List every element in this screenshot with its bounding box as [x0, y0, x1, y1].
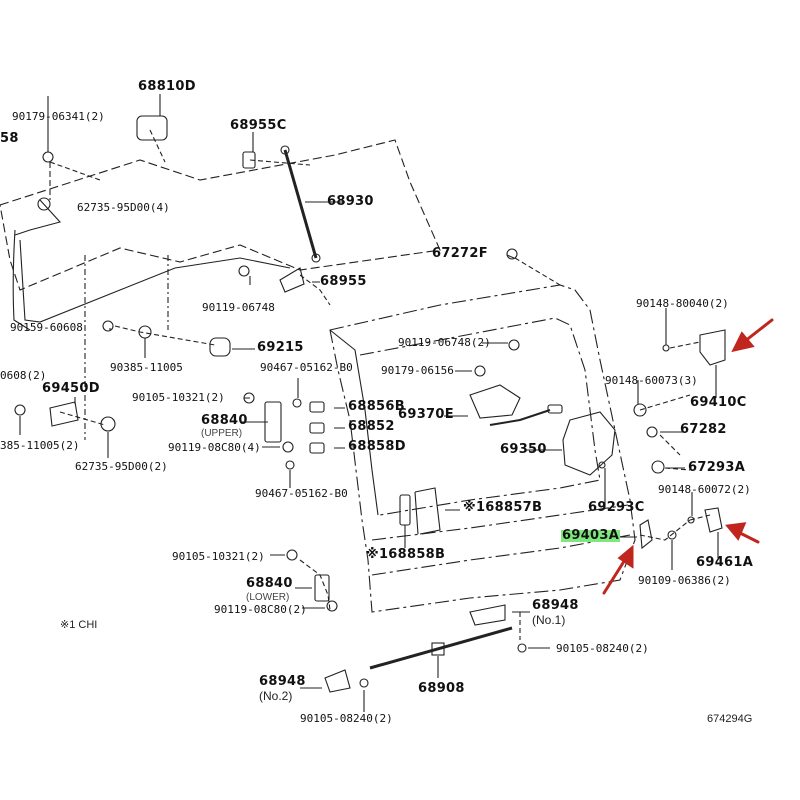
part-label: 90119-08C80(2): [214, 603, 307, 616]
part-label: 68908: [418, 681, 465, 696]
part-label: 69293C: [588, 500, 645, 515]
part-label: 67293A: [688, 460, 746, 475]
part-label: 67282: [680, 422, 727, 437]
upper-glass-frame: [0, 139, 441, 291]
part-label: 68948: [259, 674, 306, 689]
part-label: 90119-06748(2): [398, 336, 491, 349]
part-label: 90385-11005: [110, 361, 183, 374]
part-note: (UPPER): [201, 428, 243, 439]
part-label: 90467-05162-B0: [260, 361, 353, 374]
part-label: 69410C: [690, 395, 747, 410]
part-label: 68955: [320, 274, 367, 289]
lock-assembly-69350: [562, 411, 616, 476]
part-label: 67272F: [432, 246, 488, 261]
red-arrow-icon-69403A: [602, 544, 634, 595]
part-label: 90105-10321(2): [172, 550, 265, 563]
back-door-window: [359, 317, 601, 516]
cover-69461A: [704, 507, 723, 533]
arrow-group: [602, 318, 774, 595]
part-label: 90159-60608: [10, 321, 83, 334]
red-arrow-icon-69461A: [725, 522, 760, 544]
footnote: ※1 CHI: [60, 619, 98, 631]
part-label: 90148-60072(2): [658, 483, 751, 496]
part-69403A: [639, 519, 653, 550]
part-label: 90105-08240(2): [300, 712, 393, 725]
part-label: ※168857B: [463, 500, 543, 515]
reference-code: 674294G: [707, 713, 753, 725]
part-label: 62735-95D00(2): [75, 460, 168, 473]
part-label: 90119-06748: [202, 301, 275, 314]
part-label: 90179-06341(2): [12, 110, 105, 123]
red-arrow-icon-69410C: [731, 318, 774, 353]
motor-68810D: [136, 115, 168, 141]
part-label: 68852: [348, 419, 395, 434]
part-label: 68840: [246, 576, 293, 591]
part-label: 69215: [257, 340, 304, 355]
part-note: (No.2): [259, 689, 293, 703]
part-label: 90109-06386(2): [638, 574, 731, 587]
part-label: 90467-05162-B0: [255, 487, 348, 500]
part-label: 90105-08240(2): [556, 642, 649, 655]
lower-stay-68908: [369, 626, 513, 670]
handle-68857B: [414, 487, 441, 535]
part-label: 90179-06156: [381, 364, 454, 377]
part-label: 90119-08C80(4): [168, 441, 261, 454]
part-label: 90148-80040(2): [636, 297, 729, 310]
part-label: 69450D: [42, 381, 100, 396]
part-note: (LOWER): [246, 592, 290, 603]
part-label: 68930: [327, 194, 374, 209]
part-label: 90148-60073(3): [605, 374, 698, 387]
part-label: 90105-10321(2): [132, 391, 225, 404]
part-label: 68858D: [348, 439, 406, 454]
part-label: 68810D: [138, 79, 196, 94]
part-label: 69461A: [696, 555, 754, 570]
gas-stay-68930: [283, 149, 318, 259]
upper-glass-inner: [14, 199, 291, 323]
part-label: 0608(2): [0, 369, 47, 382]
lock-control-69370E: [469, 384, 521, 419]
part-label: ※168858B: [366, 547, 446, 562]
part-label: 68948: [532, 598, 579, 613]
part-label: 69370E: [398, 407, 454, 422]
striker-69410C: [699, 329, 726, 366]
part-label: 68856B: [348, 399, 405, 414]
part-label: 68840: [201, 413, 248, 428]
part-note: (No.1): [532, 613, 566, 627]
highlighted-part-label: 69403A: [561, 528, 621, 543]
part-label: 62735-95D00(4): [77, 201, 170, 214]
part-label: 385-11005(2): [0, 439, 80, 452]
back-door-outline: [329, 284, 636, 613]
part-label: 58: [0, 131, 19, 146]
part-label: 69350: [500, 442, 547, 457]
part-label: 68955C: [230, 118, 287, 133]
